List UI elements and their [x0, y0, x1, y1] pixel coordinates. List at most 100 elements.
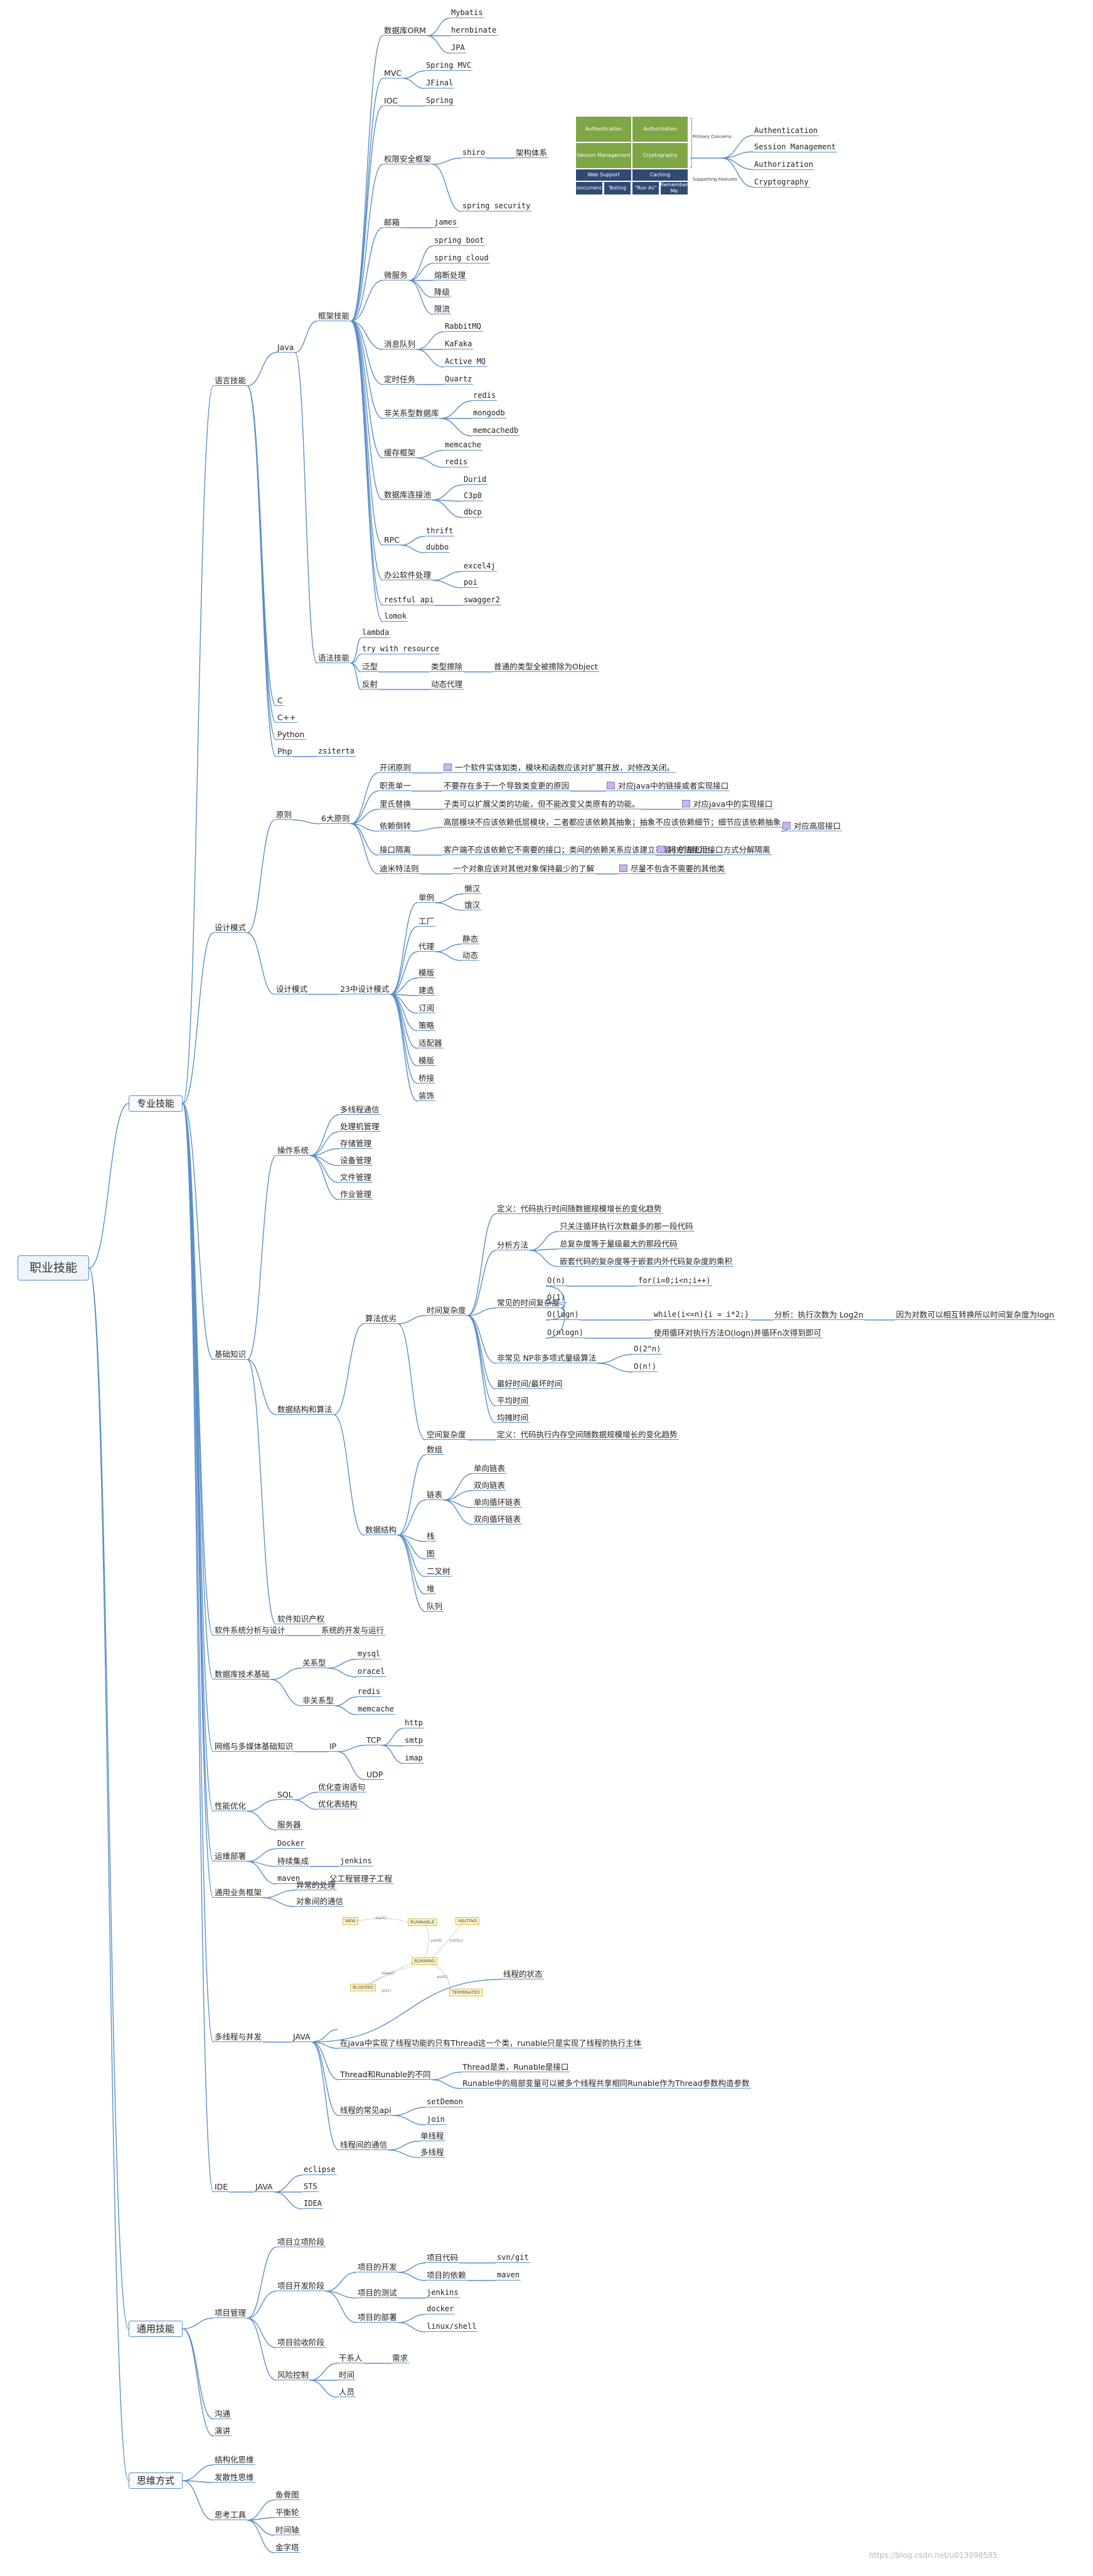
node-label: Quartz	[445, 375, 472, 383]
shiro-block: "Run As"	[632, 182, 659, 194]
mind-node-office: 办公软件处理	[383, 570, 433, 580]
mind-node-onn: for(i=0;i<n;i++)	[637, 1276, 712, 1286]
node-label: 职责单一	[380, 781, 412, 790]
mind-node-struct: 结构化思维	[213, 2455, 255, 2465]
node-label: 不要存在多于一个导致类变更的原因	[444, 781, 570, 790]
edge-excel4j	[432, 571, 463, 581]
edge-tdef	[467, 1213, 496, 1316]
node-label: 金字塔	[275, 2543, 299, 2552]
node-label: redis	[445, 457, 468, 466]
edge-proxy	[390, 951, 418, 995]
mind-node-py: Python	[276, 730, 306, 740]
node-label: 缓存框架	[384, 448, 416, 457]
mind-node-swarch1: 系统的开发与运行	[320, 1626, 386, 1636]
edge-lang	[182, 385, 214, 1104]
node-label: 对应高层接口	[794, 821, 841, 831]
shiro-block: Authentication	[576, 117, 631, 142]
edge-struct	[182, 2464, 214, 2481]
edge-ss	[432, 164, 462, 212]
mind-node-quartz: Quartz	[444, 375, 474, 385]
edge-sql	[247, 1799, 277, 1812]
note-icon	[607, 782, 615, 789]
mind-node-java: Java	[276, 343, 296, 353]
node-label: redis	[358, 1687, 381, 1696]
node-label: Java	[277, 343, 294, 352]
node-label: O(1)	[547, 1293, 565, 1302]
mind-node-tools: 思考工具	[213, 2510, 248, 2520]
mind-node-static: 静态	[461, 934, 480, 944]
mind-node-people: 人员	[338, 2387, 356, 2397]
edge-limit	[408, 280, 434, 315]
edge-java	[247, 352, 277, 386]
mind-node-basic: 基础知识	[213, 1349, 248, 1360]
mind-node-lazy: 懒汉	[463, 884, 482, 894]
edge-basic	[182, 1103, 214, 1360]
node-label: 架构体系	[516, 148, 548, 157]
mind-node-dynamic: 动态	[461, 950, 480, 961]
edge-dpm	[247, 932, 275, 995]
node-label: 分析：执行次数为 Log2n	[774, 1310, 864, 1319]
mind-node-tdef: 定义：代码执行时间随数据规模增长的变化趋势	[496, 1204, 663, 1214]
edge-mysql	[327, 1659, 357, 1669]
mind-node-c3p0: C3p0	[462, 491, 483, 501]
mind-node-dubbo: dubbo	[425, 543, 451, 553]
shiro-block: Concurrency	[573, 182, 605, 194]
thread-state-box: RUNNABLE	[408, 1919, 437, 1926]
node-label: STS	[304, 2182, 317, 2191]
node-label: memcachedb	[473, 426, 519, 435]
mind-node-tbest: 最好时间/最坏时间	[496, 1379, 564, 1389]
edge-queue	[397, 1535, 426, 1612]
mind-node-ip: 软件知识产权	[276, 1614, 326, 1624]
node-label: 父工程管理子工程	[329, 1874, 393, 1883]
edge-heap	[397, 1535, 426, 1595]
edge-tc2	[388, 2149, 420, 2158]
mind-node-tamort: 均摊时间	[496, 1413, 530, 1423]
edge-tana1	[529, 1231, 559, 1251]
node-label: 建造	[419, 986, 435, 995]
edge-server	[247, 1811, 277, 1831]
mind-node-shiro: shiro	[461, 148, 487, 158]
mind-node-swarch: 软件系统分析与设计	[213, 1626, 287, 1636]
mind-node-breaker: 熔断处理	[433, 270, 467, 280]
mind-node-excel4j: excel4j	[462, 562, 497, 572]
node-label: 处理机管理	[340, 1122, 380, 1131]
mind-node-sql: SQL	[276, 1790, 294, 1800]
node-label: memcache	[358, 1705, 394, 1713]
node-label: JAVA	[255, 2182, 273, 2191]
edge-arr	[397, 1454, 426, 1536]
shiro-block: Remember Me	[660, 182, 688, 194]
mind-node-dp: 设计模式	[213, 923, 248, 933]
mind-node-linux: linux/shell	[425, 2322, 478, 2332]
mind-node-net: 网络与多媒体基础知识	[213, 1742, 295, 1752]
edge-principle	[247, 819, 275, 934]
node-label: 演讲	[215, 2426, 231, 2435]
mind-node-template: 模版	[417, 968, 436, 978]
node-label: 6大原则	[321, 814, 350, 823]
mind-node-nosql: 非关系型数据库	[383, 408, 440, 418]
mind-node-dipn2: 对应高层接口	[781, 821, 843, 831]
node-label: O(n!)	[634, 1362, 657, 1371]
node-label: 项目立项阶段	[277, 2237, 325, 2247]
shiro-block: Cryptography	[632, 143, 688, 168]
mind-node-erase: 类型擦除	[430, 662, 464, 672]
node-label: 因为对数可以相互转换所以时间复杂度为logn	[896, 1310, 1054, 1319]
node-label: 定义：代码执行内存空间随数据规模增长的变化趋势	[497, 1430, 678, 1439]
mind-node-list4: 双向循环链表	[472, 1514, 523, 1525]
node-label: O(nlogn)	[547, 1328, 584, 1337]
edge-list4	[443, 1499, 473, 1525]
node-label: dbcp	[464, 508, 482, 516]
node-label: 需求	[392, 2353, 408, 2363]
node-label: 堆	[427, 1584, 435, 1594]
mind-node-osmem: 存储管理	[339, 1139, 373, 1149]
node-label: hernbinate	[451, 26, 497, 35]
node-label: IDEA	[304, 2199, 322, 2208]
mind-node-tana2: 总复杂度等于量级最大的那段代码	[558, 1239, 679, 1249]
mind-node-on: O(n)	[546, 1276, 567, 1286]
node-label: spring security	[462, 201, 531, 210]
edge-mail	[350, 227, 383, 322]
mind-node-exc: 异常的处理	[295, 1880, 337, 1890]
node-label: Durid	[464, 475, 487, 484]
mind-node-osdev: 设备管理	[339, 1156, 373, 1166]
edge-shiro	[432, 157, 462, 165]
edge-fw	[294, 321, 317, 353]
